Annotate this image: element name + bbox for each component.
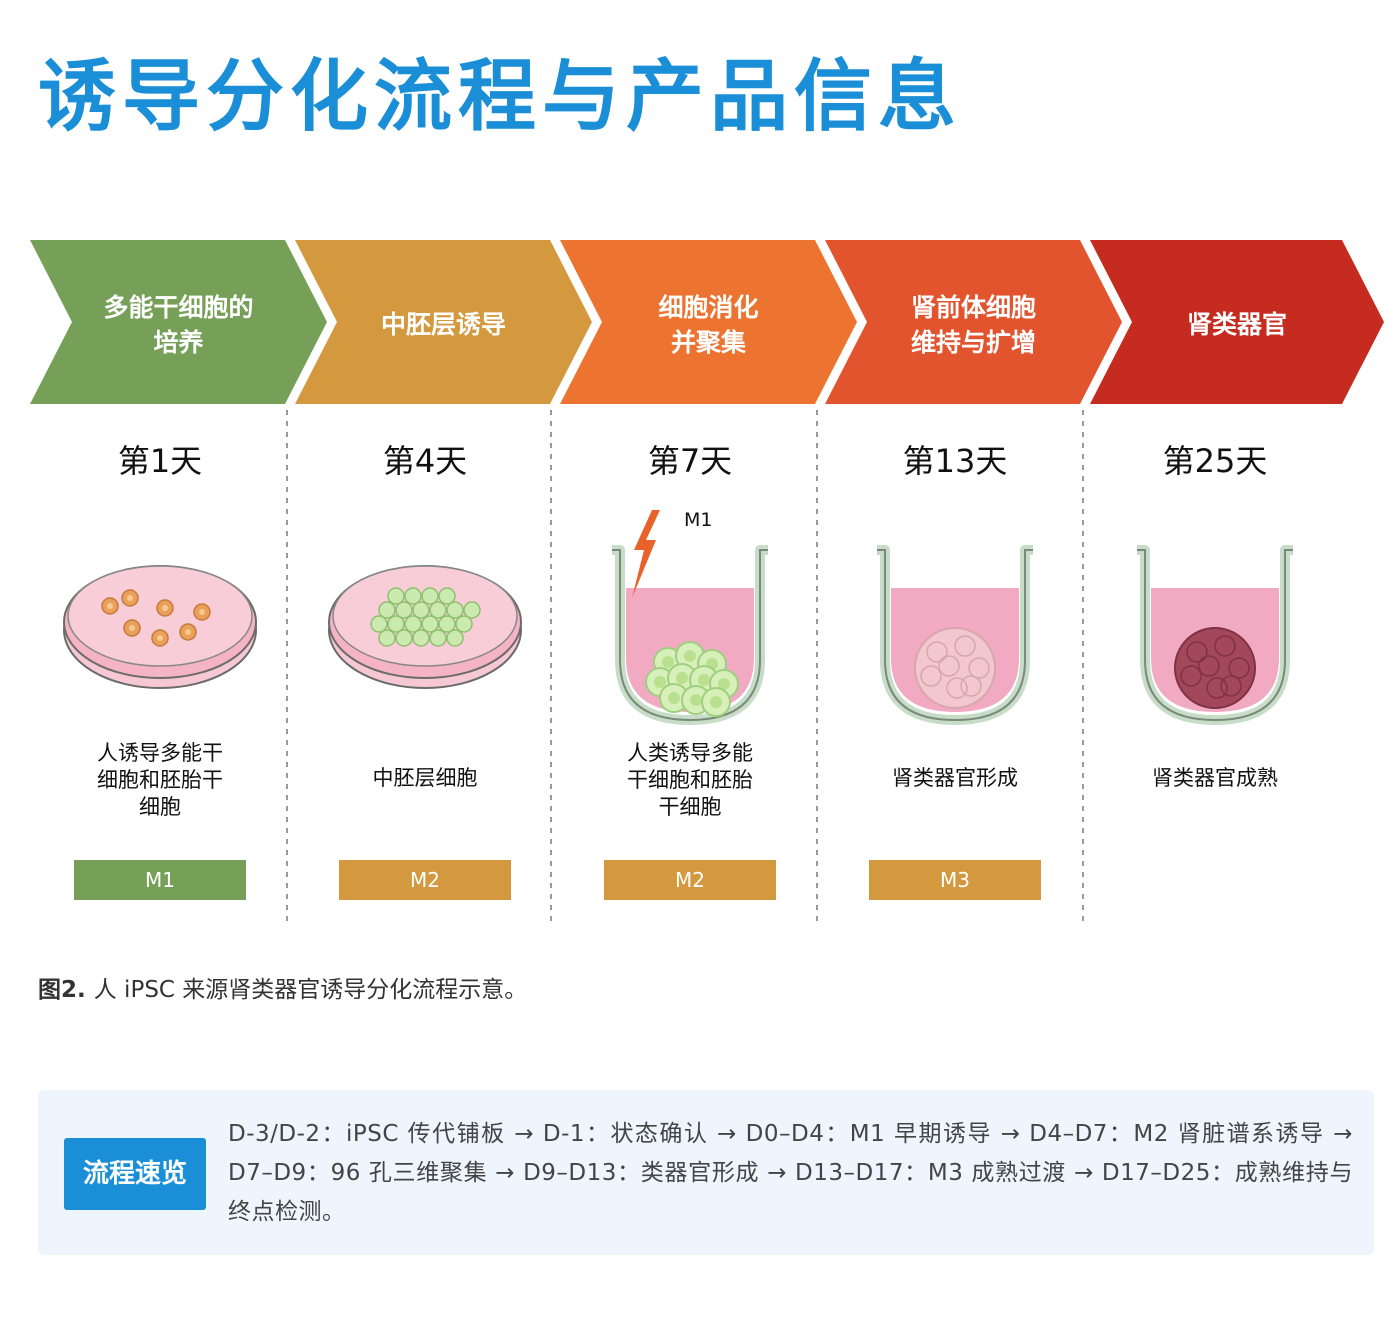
organoid-lobe: [1180, 665, 1202, 687]
stage-arrow: [825, 240, 1122, 404]
organoid-lobe: [1186, 641, 1208, 663]
stage-day: 第4天: [382, 442, 468, 480]
cell-nucleus: [199, 609, 205, 615]
cell-nucleus: [129, 625, 135, 631]
dissociation-annotation: M1: [684, 509, 712, 531]
mesoderm-cell: [438, 615, 456, 633]
cell-nucleus: [718, 678, 730, 690]
organoid-lobe: [1220, 675, 1242, 697]
well-outline: [1137, 549, 1293, 722]
cell-nucleus: [684, 650, 696, 662]
process-flow-diagram: M1: [30, 240, 1384, 925]
stage-day: 第1天: [117, 442, 203, 480]
stage-arrow-label: 肾前体细胞 维持与扩增: [910, 293, 1036, 357]
mesoderm-cell: [387, 615, 405, 633]
caption-text: 人 iPSC 来源肾类器官诱导分化流程示意。: [93, 977, 528, 1003]
mesoderm-cell: [378, 601, 396, 619]
mesoderm-cell: [438, 587, 456, 605]
summary-badge: 流程速览: [64, 1138, 206, 1210]
stage-description: 人类诱导多能 干细胞和胚胎 干细胞: [627, 741, 753, 819]
stage-description: 中胚层细胞: [372, 766, 478, 790]
cell-nucleus: [107, 603, 113, 609]
mesoderm-cell: [463, 601, 481, 619]
well-outline: [612, 549, 768, 722]
mesoderm-cell: [404, 615, 422, 633]
stage-day: 第7天: [647, 442, 733, 480]
cell-nucleus: [668, 692, 680, 704]
mesoderm-cell: [446, 629, 464, 647]
cell-nucleus: [162, 605, 168, 611]
organoid-lobe: [960, 675, 982, 697]
stage-arrow: [30, 240, 327, 404]
well-outline: [877, 549, 1033, 722]
cell-nucleus: [698, 674, 710, 686]
well-plate-well: [1137, 545, 1293, 725]
mesoderm-cell: [421, 587, 439, 605]
stage-medium-tag: M3: [869, 860, 1041, 900]
organoid: [914, 627, 996, 709]
stage-day: 第25天: [1162, 442, 1268, 480]
cell-nucleus: [662, 656, 674, 668]
caption-prefix: 图2.: [38, 977, 86, 1003]
organoid-lobe: [954, 635, 976, 657]
organoid-lobe: [946, 677, 968, 699]
mesoderm-cell: [421, 615, 439, 633]
stage-arrow-label: 中胚层诱导: [380, 310, 506, 339]
summary-text: D-3/D-2：iPSC 传代铺板 → D-1：状态确认 → D0–D4：M1 …: [228, 1121, 1353, 1225]
stage-arrow-label: 肾类器官: [1186, 310, 1287, 339]
page-title: 诱导分化流程与产品信息: [38, 52, 963, 142]
cell-nucleus: [127, 595, 133, 601]
stage-medium-tag: M1: [74, 860, 246, 900]
lightning-icon: [632, 510, 660, 598]
mesoderm-cell: [446, 601, 464, 619]
cell-nucleus: [157, 635, 163, 641]
organoid-lobe: [938, 655, 960, 677]
stage-medium-tag: M2: [604, 860, 776, 900]
mesoderm-cell: [455, 615, 473, 633]
organoid: [1174, 627, 1256, 709]
mesoderm-cell: [395, 629, 413, 647]
organoid-lobe: [926, 641, 948, 663]
summary-panel: 流程速览 D-3/D-2：iPSC 传代铺板 → D-1：状态确认 → D0–D…: [38, 1090, 1374, 1255]
organoid-lobe: [1214, 635, 1236, 657]
mesoderm-cell: [412, 629, 430, 647]
cell-nucleus: [676, 672, 688, 684]
organoid-lobe: [920, 665, 942, 687]
figure-caption: 图2. 人 iPSC 来源肾类器官诱导分化流程示意。: [38, 970, 527, 1004]
stage-description: 肾类器官形成: [892, 766, 1018, 790]
mesoderm-cell: [395, 601, 413, 619]
well-plate-well: [877, 545, 1033, 725]
organoid-lobe: [1206, 677, 1228, 699]
cell-nucleus: [654, 676, 666, 688]
mesoderm-cell: [412, 601, 430, 619]
dish-rim: [67, 565, 253, 667]
mesoderm-cell: [378, 629, 396, 647]
stage-arrow: [1090, 240, 1384, 404]
organoid-lobe: [968, 657, 990, 679]
cell-nucleus: [185, 629, 191, 635]
culture-dish: [63, 565, 257, 689]
stage-arrow: [560, 240, 857, 404]
stage-arrow-label: 多能干细胞的 培养: [103, 293, 254, 357]
well-plate-well: M1: [612, 509, 768, 725]
mesoderm-cell: [370, 615, 388, 633]
cell-nucleus: [710, 696, 722, 708]
culture-dish: [328, 565, 522, 689]
stage-arrow-label: 细胞消化 并聚集: [658, 293, 759, 357]
mesoderm-cell: [404, 587, 422, 605]
stage-medium-tag: M2: [339, 860, 511, 900]
stage-description: 人诱导多能干 细胞和胚胎干 细胞: [97, 741, 223, 819]
cell-nucleus: [690, 694, 702, 706]
mesoderm-cell: [387, 587, 405, 605]
organoid-lobe: [1228, 657, 1250, 679]
stage-description: 肾类器官成熟: [1152, 766, 1278, 790]
stage-arrow: [295, 240, 592, 404]
organoid-lobe: [1198, 655, 1220, 677]
stage-day: 第13天: [902, 442, 1008, 480]
mesoderm-cell: [429, 601, 447, 619]
mesoderm-cell: [429, 629, 447, 647]
